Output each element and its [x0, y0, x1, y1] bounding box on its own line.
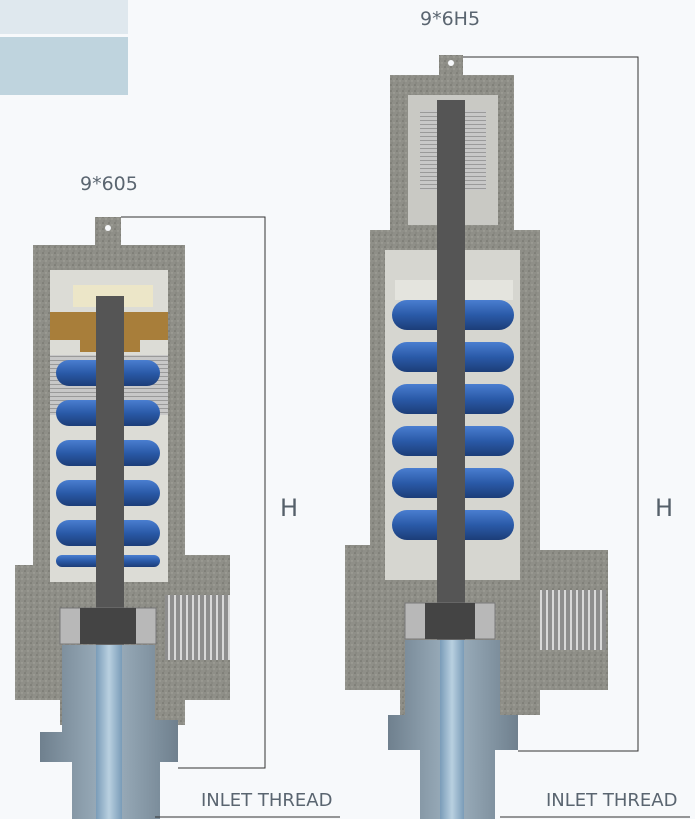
- right-model-label: 9*6H5: [420, 8, 481, 30]
- left-height-label: H: [280, 494, 299, 522]
- dimension-lines: [121, 56, 690, 818]
- left-cap-tab: [95, 217, 121, 247]
- left-inlet-thread-label: INLET THREAD: [201, 790, 333, 811]
- header-tab-light: [0, 0, 128, 34]
- left-disc: [80, 608, 136, 644]
- right-disc: [425, 603, 475, 639]
- right-height-dimension: [463, 56, 639, 752]
- left-outlet-thread: [165, 595, 230, 660]
- right-stem: [437, 100, 465, 640]
- right-cap-hole-icon: [448, 60, 454, 66]
- header-tab-blue: [0, 37, 128, 95]
- right-height-label: H: [655, 494, 674, 522]
- right-outlet-thread: [540, 590, 606, 650]
- left-height-dimension: [121, 216, 266, 769]
- left-bore: [96, 645, 122, 819]
- left-valve: [15, 217, 230, 819]
- right-inlet-thread-label: INLET THREAD: [546, 790, 678, 811]
- left-stem: [96, 296, 124, 646]
- right-valve: [345, 55, 608, 819]
- left-model-label: 9*605: [80, 173, 138, 195]
- right-bore: [440, 640, 464, 819]
- left-cap-hole-icon: [105, 225, 111, 231]
